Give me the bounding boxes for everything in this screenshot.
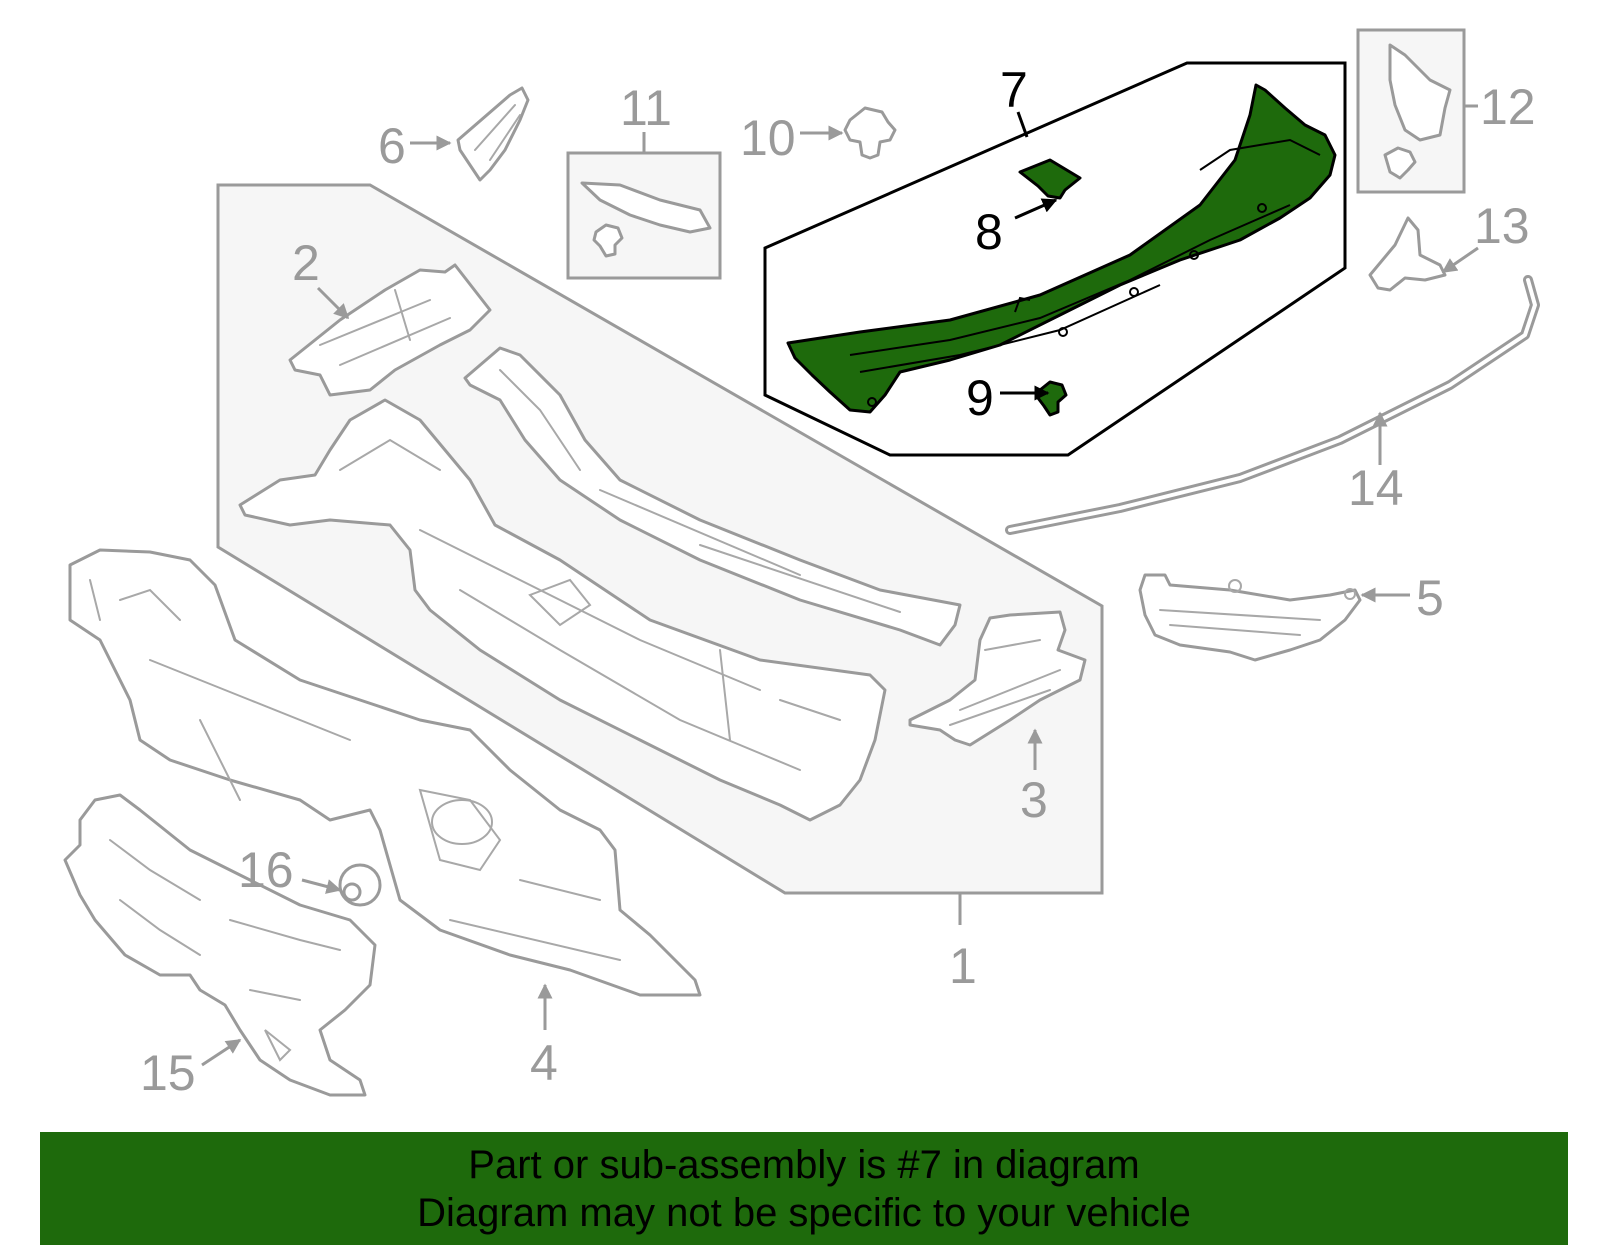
callout-11: 11 — [620, 80, 672, 136]
callout-12: 12 — [1480, 79, 1536, 135]
callout-8: 8 — [975, 204, 1003, 260]
callout-9: 9 — [966, 370, 994, 426]
part-13-bracket[interactable] — [1368, 216, 1447, 292]
callout-13: 13 — [1474, 198, 1530, 254]
leader-lines — [201, 104, 1479, 1067]
leader-7 — [1016, 111, 1029, 138]
part-2-bracket[interactable] — [288, 263, 492, 397]
callout-6: 6 — [378, 118, 406, 174]
leader-2 — [316, 286, 350, 320]
part-7-cowl-top-cover[interactable] — [786, 83, 1337, 414]
callout-1: 1 — [949, 938, 977, 994]
part-12-kit[interactable] — [1356, 28, 1466, 194]
leader-13 — [1441, 246, 1479, 274]
callout-5: 5 — [1416, 570, 1444, 626]
part-10-clip[interactable] — [843, 106, 897, 160]
part-14-weatherstrip[interactable] — [1005, 275, 1540, 535]
leader-16 — [301, 878, 342, 894]
part-15-insulator[interactable] — [63, 793, 377, 1097]
part-16-grommet[interactable] — [338, 863, 382, 907]
leader-8 — [1014, 198, 1058, 220]
part-11-kit[interactable] — [566, 151, 722, 280]
callout-4: 4 — [530, 1035, 558, 1091]
banner-line-1: Part or sub-assembly is #7 in diagram — [468, 1142, 1140, 1187]
part-1-upper-cowl-panel[interactable] — [463, 346, 962, 647]
banner-line-2: Diagram may not be specific to your vehi… — [417, 1190, 1191, 1235]
callout-7: 7 — [1000, 62, 1028, 118]
callout-3: 3 — [1020, 772, 1048, 828]
callout-15: 15 — [140, 1045, 196, 1101]
leader-15 — [201, 1038, 242, 1067]
part-4-dash-panel[interactable] — [68, 548, 702, 997]
callout-2: 2 — [292, 235, 320, 291]
callout-16: 16 — [238, 842, 294, 898]
callout-14: 14 — [1348, 460, 1404, 516]
part-3-bracket[interactable] — [908, 610, 1087, 747]
part-8-seal-pad[interactable] — [1018, 158, 1082, 200]
info-banner: Part or sub-assembly is #7 in diagram Di… — [40, 1132, 1568, 1245]
callout-10: 10 — [740, 110, 796, 166]
part-1-cowl-panel[interactable] — [238, 398, 887, 822]
part-5-bracket[interactable] — [1138, 573, 1362, 662]
part-6-bracket[interactable] — [456, 86, 530, 182]
